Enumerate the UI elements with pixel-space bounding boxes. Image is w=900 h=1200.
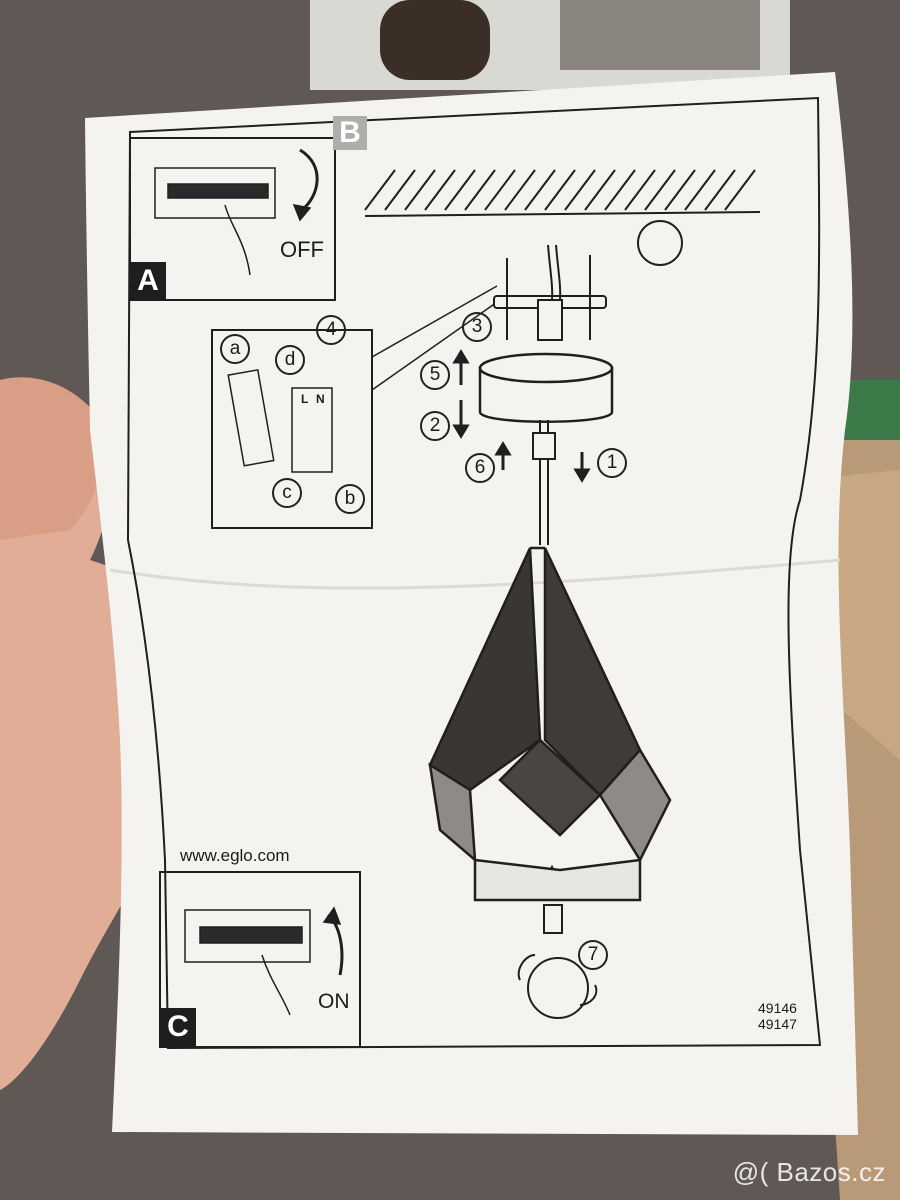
detail-label-c: c bbox=[272, 478, 302, 508]
step-2: 2 bbox=[420, 411, 450, 441]
watermark: @( Bazos.cz bbox=[732, 1157, 886, 1187]
step-7: 7 bbox=[578, 940, 608, 970]
panel-a-letter: A bbox=[130, 262, 166, 300]
step-5: 5 bbox=[420, 360, 450, 390]
canopy bbox=[478, 352, 614, 423]
lamp-shade bbox=[428, 546, 672, 902]
step-1: 1 bbox=[597, 448, 627, 478]
breaker-on bbox=[184, 906, 344, 1016]
panel-b-letter: B bbox=[333, 116, 367, 150]
breaker-off bbox=[154, 148, 319, 276]
off-label: OFF bbox=[280, 237, 324, 262]
model-number-2: 49147 bbox=[758, 1016, 797, 1032]
wiring-detail-box bbox=[211, 329, 373, 529]
step-4: 4 bbox=[316, 315, 346, 345]
light-bulb bbox=[517, 904, 598, 1019]
website-text: www.eglo.com bbox=[180, 846, 290, 865]
detail-label-d: d bbox=[275, 345, 305, 375]
detail-label-a: a bbox=[220, 334, 250, 364]
panel-a-box bbox=[129, 137, 336, 301]
step-3: 3 bbox=[462, 312, 492, 342]
panel-c-letter: C bbox=[160, 1008, 196, 1046]
panel-c-box bbox=[159, 871, 361, 1048]
model-number-1: 49146 bbox=[758, 1000, 797, 1016]
terminal-l: L bbox=[301, 392, 309, 406]
step-6: 6 bbox=[465, 453, 495, 483]
detail-label-b: b bbox=[335, 484, 365, 514]
on-label: ON bbox=[318, 990, 350, 1013]
terminal-n: N bbox=[316, 392, 325, 406]
